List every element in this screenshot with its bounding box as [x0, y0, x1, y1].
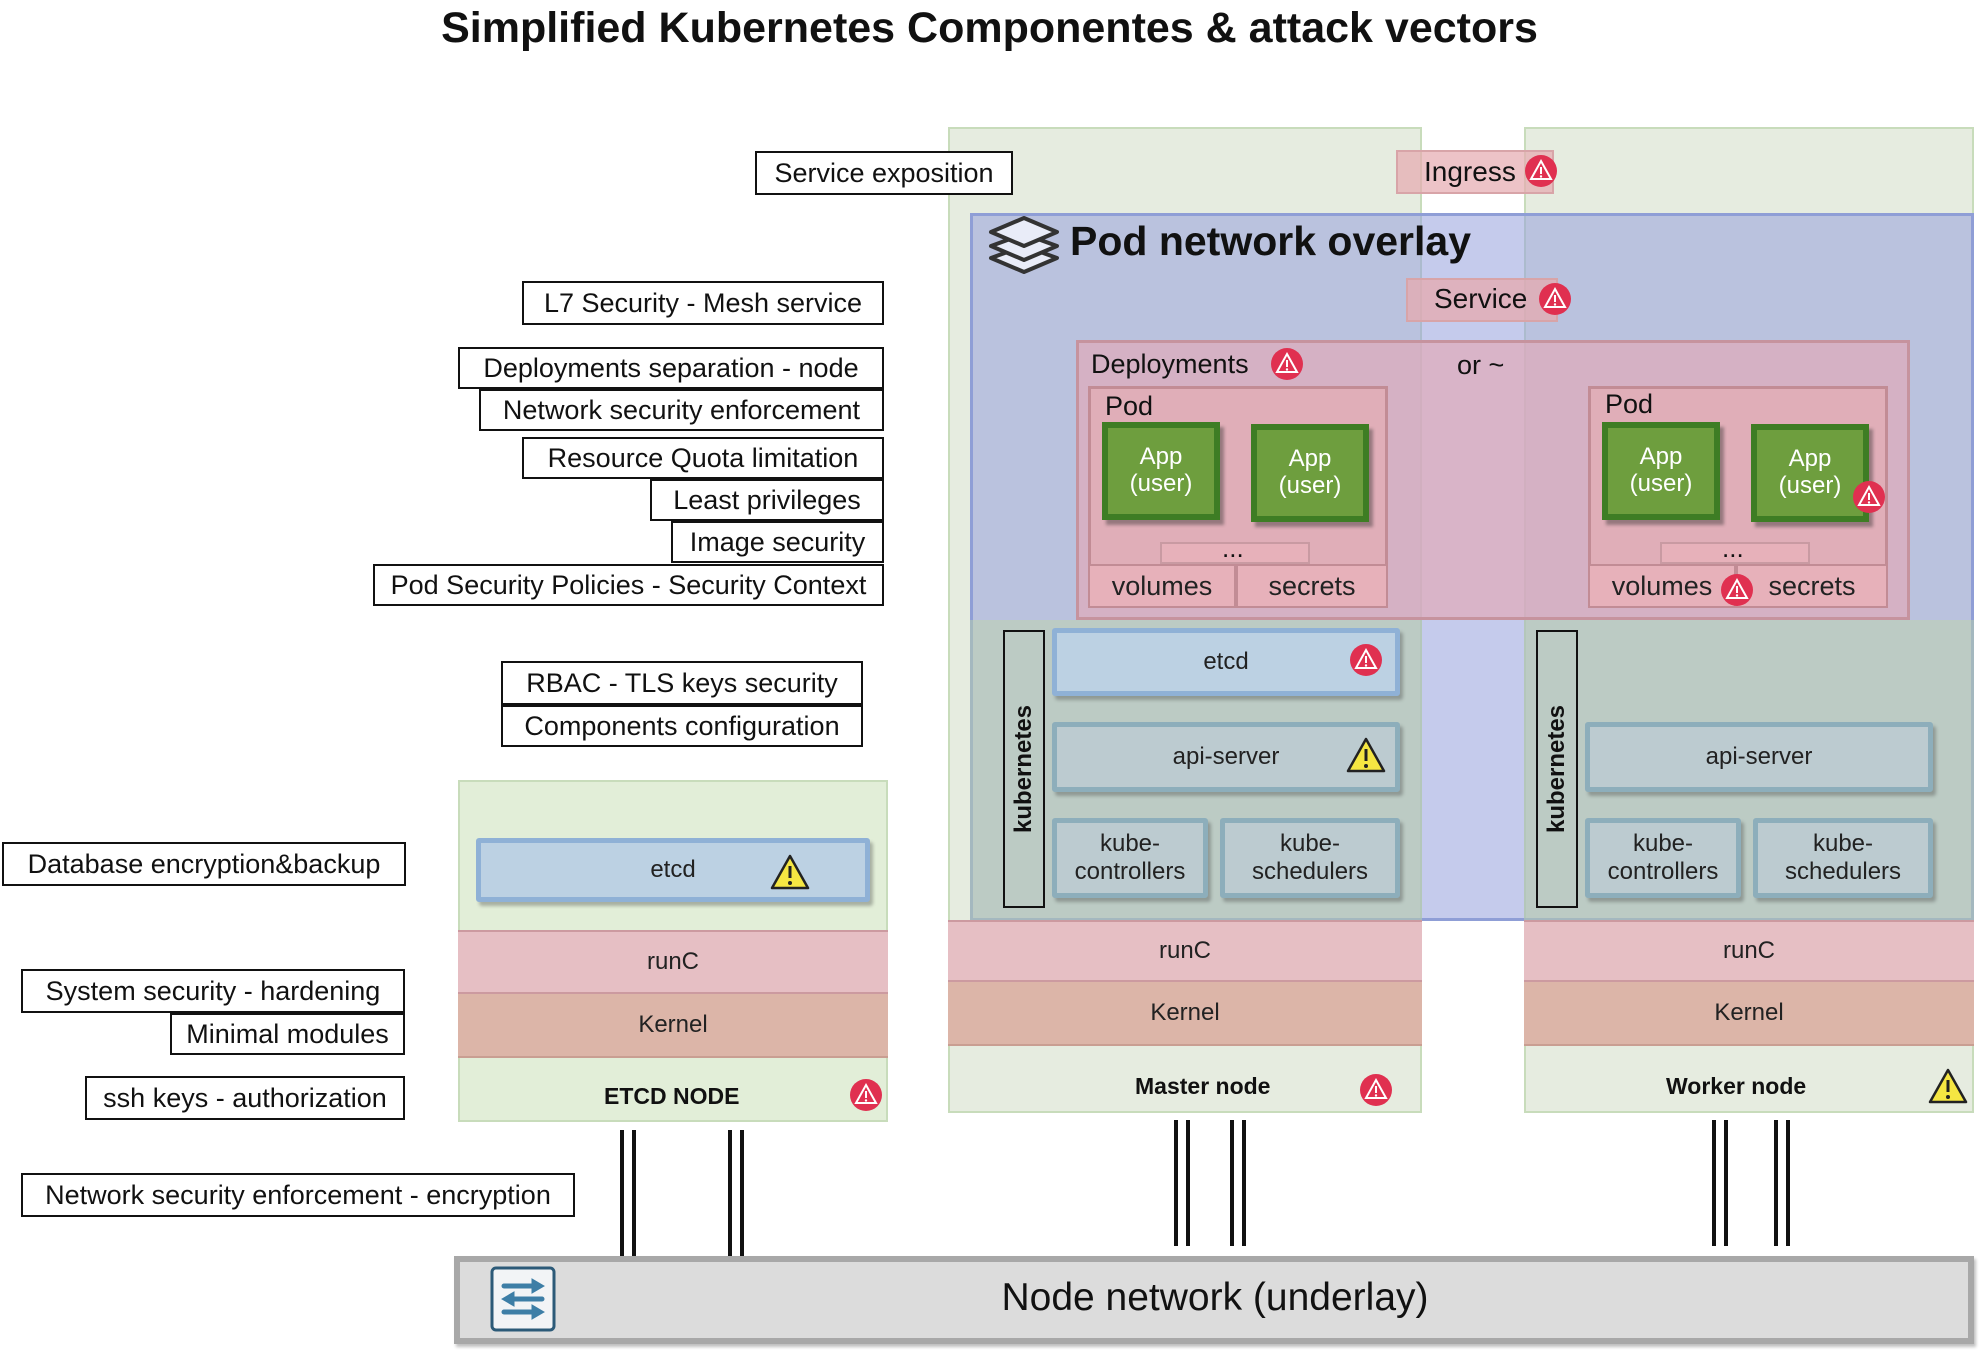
kubernetes-master: kubernetes: [1003, 630, 1045, 908]
label-ssh-keys: ssh keys - authorization: [85, 1076, 405, 1120]
underlay-label: Node network (underlay): [1001, 1276, 1429, 1319]
label-image-security: Image security: [671, 521, 884, 563]
alert-icon-ingress: [1525, 155, 1557, 187]
deployments-label: Deployments: [1091, 349, 1249, 379]
runc-worker: runC: [1524, 920, 1974, 982]
alert-icon-master-node: [1360, 1074, 1392, 1106]
switch-icon: [490, 1266, 556, 1332]
kube-controllers-master: kube- controllers: [1052, 818, 1208, 898]
label-l7-security: L7 Security - Mesh service: [522, 281, 884, 325]
kernel-etcd-node: Kernel: [458, 994, 888, 1058]
worker-node-label: Worker node: [1666, 1073, 1807, 1099]
app-user-2: App (user): [1251, 424, 1369, 522]
alert-icon-etcd-master: [1350, 644, 1382, 676]
app-user-4: App (user): [1751, 424, 1869, 522]
pod-master-more: [1160, 542, 1310, 564]
label-components-config: Components configuration: [501, 705, 863, 747]
kernel-master: Kernel: [948, 982, 1422, 1046]
caution-icon-worker-node: [1928, 1068, 1968, 1104]
wire-worker-1a: [1712, 1120, 1716, 1246]
label-service-exposition: Service exposition: [755, 151, 1013, 195]
alert-icon-etcd-node: [850, 1079, 882, 1111]
pod-master-label: Pod: [1105, 391, 1154, 421]
label-network-encryption: Network security enforcement - encryptio…: [21, 1173, 575, 1217]
label-deployments-separation: Deployments separation - node: [458, 347, 884, 389]
volumes-master: volumes: [1088, 564, 1236, 608]
wire-worker-1b: [1724, 1120, 1728, 1246]
label-minimal-modules: Minimal modules: [170, 1013, 405, 1055]
label-pod-security-policies: Pod Security Policies - Security Context: [373, 564, 884, 606]
label-resource-quota: Resource Quota limitation: [522, 437, 884, 479]
caution-icon-etcd-node: [770, 854, 810, 890]
api-server-worker: api-server: [1585, 722, 1933, 792]
kubernetes-worker: kubernetes: [1536, 630, 1578, 908]
wire-etcd-1a: [620, 1130, 624, 1256]
alert-icon-service: [1539, 283, 1571, 315]
page-title: Simplified Kubernetes Componentes & atta…: [441, 4, 1538, 52]
etcd-etcd-node: etcd: [476, 838, 870, 902]
kube-controllers-worker: kube- controllers: [1585, 818, 1741, 898]
kernel-worker: Kernel: [1524, 982, 1974, 1046]
wire-master-1b: [1186, 1120, 1190, 1246]
api-server-master: api-server: [1052, 722, 1400, 792]
app-user-1: App (user): [1102, 422, 1220, 520]
app-user-3: App (user): [1602, 422, 1720, 520]
label-system-security: System security - hardening: [21, 969, 405, 1013]
layers-icon: [985, 212, 1063, 278]
wire-worker-2b: [1786, 1120, 1790, 1246]
pod-worker-more: [1660, 542, 1810, 564]
pod-worker-ellipsis: ...: [1722, 533, 1744, 563]
wire-etcd-1b: [632, 1130, 636, 1256]
alert-icon-app-user: [1853, 481, 1885, 513]
etcd-node-label: ETCD NODE: [604, 1083, 740, 1109]
label-least-privileges: Least privileges: [650, 479, 884, 521]
wire-worker-2a: [1774, 1120, 1778, 1246]
pod-master-ellipsis: ...: [1222, 533, 1244, 563]
wire-etcd-2b: [740, 1130, 744, 1256]
node-network-underlay: [454, 1256, 1974, 1344]
runc-master: runC: [948, 920, 1422, 982]
ingress-label: Ingress: [1424, 156, 1516, 187]
caution-icon-api-server: [1346, 737, 1386, 773]
label-database-encryption: Database encryption&backup: [2, 842, 406, 886]
master-node-label: Master node: [1135, 1073, 1271, 1099]
secrets-worker: secrets: [1736, 564, 1888, 608]
wire-master-2b: [1242, 1120, 1246, 1246]
overlay-title: Pod network overlay: [1070, 218, 1472, 264]
or-label: or ~: [1457, 350, 1505, 380]
label-rbac: RBAC - TLS keys security: [501, 661, 863, 705]
volumes-worker: volumes: [1588, 564, 1736, 608]
alert-icon-volumes: [1721, 574, 1753, 606]
wire-master-1a: [1174, 1120, 1178, 1246]
alert-icon-deployments: [1271, 348, 1303, 380]
label-network-security-enforcement: Network security enforcement: [479, 389, 884, 431]
service-label: Service: [1434, 283, 1528, 314]
kube-schedulers-worker: kube- schedulers: [1753, 818, 1933, 898]
secrets-master: secrets: [1236, 564, 1388, 608]
wire-master-2a: [1230, 1120, 1234, 1246]
etcd-master: etcd: [1052, 628, 1400, 696]
pod-worker-label: Pod: [1605, 389, 1654, 419]
wire-etcd-2a: [728, 1130, 732, 1256]
runc-etcd-node: runC: [458, 930, 888, 994]
kube-schedulers-master: kube- schedulers: [1220, 818, 1400, 898]
